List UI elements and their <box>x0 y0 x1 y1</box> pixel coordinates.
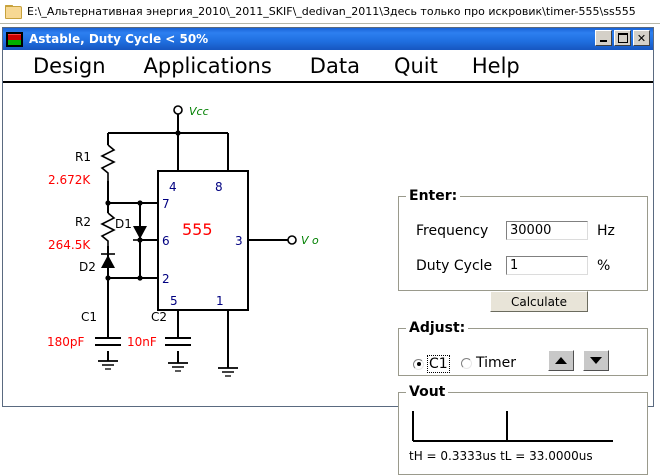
minimize-button[interactable] <box>595 30 612 46</box>
duty-cycle-label: Duty Cycle <box>416 257 493 274</box>
enter-group: Enter: <box>398 188 648 291</box>
client-area: Vcc V o 555 4 8 7 6 2 5 1 3 R1 R2 <box>3 83 653 475</box>
vout-times-text: tH = 0.3333uѕ tL = 33.0000uѕ <box>409 449 593 463</box>
adjust-group-title: Adjust: <box>406 320 469 336</box>
path-text: E:\_Альтернативная энергия_2010\_2011_SK… <box>27 5 636 18</box>
menu-item-applications[interactable]: Applications <box>143 53 272 78</box>
svg-text:4: 4 <box>169 180 177 194</box>
radio-timer-indicator[interactable] <box>461 357 472 369</box>
down-arrow-icon <box>590 357 602 364</box>
application-window: Astable, Duty Cycle < 50% ✕ Design Appli… <box>2 27 654 475</box>
radio-c1-indicator[interactable] <box>413 358 424 370</box>
title-bar[interactable]: Astable, Duty Cycle < 50% ✕ <box>3 28 653 50</box>
svg-text:10nF: 10nF <box>127 335 157 349</box>
frequency-row: Frequency 30000 Hz <box>416 221 615 240</box>
radio-timer-label: Timer <box>476 355 517 371</box>
svg-text:D1: D1 <box>115 217 132 231</box>
duty-cycle-input[interactable]: 1 <box>506 256 588 275</box>
calculate-button[interactable]: Calculate <box>490 291 588 312</box>
up-arrow-button[interactable] <box>548 350 574 371</box>
svg-text:180pF: 180pF <box>47 335 85 349</box>
menu-item-help[interactable]: Help <box>471 53 520 78</box>
menu-item-design[interactable]: Design <box>33 53 106 78</box>
svg-text:2.672K: 2.672K <box>48 173 91 187</box>
ic-555-icon <box>6 31 23 47</box>
svg-text:555: 555 <box>182 220 213 239</box>
duty-cycle-row: Duty Cycle 1 % <box>416 256 610 275</box>
close-button[interactable]: ✕ <box>633 30 650 46</box>
radio-option-c1[interactable]: C1 <box>413 355 450 373</box>
path-bar: E:\_Альтернативная энергия_2010\_2011_SK… <box>0 0 660 24</box>
svg-text:C1: C1 <box>81 310 97 324</box>
window-controls: ✕ <box>595 30 650 46</box>
down-arrow-button[interactable] <box>583 350 609 371</box>
svg-text:264.5K: 264.5K <box>48 238 91 252</box>
vout-waveform <box>407 407 622 454</box>
duty-cycle-unit: % <box>597 257 611 274</box>
enter-group-title: Enter: <box>406 188 461 204</box>
menu-item-data[interactable]: Data <box>309 53 360 78</box>
svg-text:V o: V o <box>301 234 319 247</box>
frequency-label: Frequency <box>416 222 489 239</box>
maximize-button[interactable] <box>614 30 631 46</box>
svg-text:7: 7 <box>162 197 170 211</box>
svg-text:2: 2 <box>162 272 170 286</box>
radio-option-timer[interactable]: Timer <box>461 355 516 371</box>
svg-text:R1: R1 <box>75 150 91 164</box>
frequency-input[interactable]: 30000 <box>506 221 588 240</box>
svg-text:C2: C2 <box>151 310 167 324</box>
schematic-diagram: Vcc V o 555 4 8 7 6 2 5 1 3 R1 R2 <box>3 83 388 405</box>
svg-text:8: 8 <box>215 180 223 194</box>
window-title: Astable, Duty Cycle < 50% <box>29 32 209 46</box>
folder-icon <box>5 5 22 19</box>
svg-text:1: 1 <box>216 294 224 308</box>
svg-text:R2: R2 <box>75 215 91 229</box>
frequency-unit: Hz <box>597 222 615 239</box>
svg-text:3: 3 <box>235 234 243 248</box>
svg-text:6: 6 <box>162 234 170 248</box>
radio-c1-label: C1 <box>427 355 450 373</box>
svg-text:5: 5 <box>170 294 178 308</box>
menu-item-quit[interactable]: Quit <box>393 53 438 78</box>
menu-bar: Design Applications Data Quit Help <box>3 50 653 83</box>
up-arrow-icon <box>555 357 567 364</box>
svg-text:D2: D2 <box>79 260 96 274</box>
vout-group-title: Vout <box>406 384 449 400</box>
svg-text:Vcc: Vcc <box>189 105 209 118</box>
